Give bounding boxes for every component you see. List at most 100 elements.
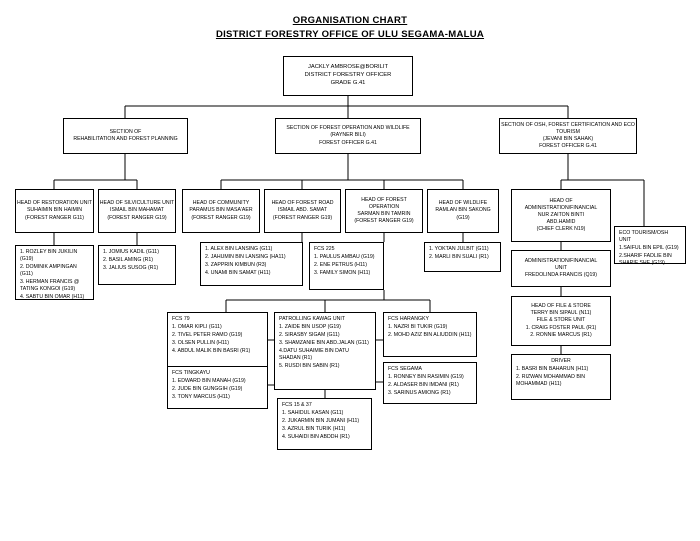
- list-item: 2. ENE PETRUS (H11): [314, 262, 367, 269]
- page-subtitle: DISTRICT FORESTRY OFFICE OF ULU SEGAMA-M…: [215, 29, 485, 40]
- unit-title: ECO TOURISM/OSH UNIT: [619, 230, 669, 244]
- list-item: 3. JALIUS SUSOG (R1): [103, 265, 159, 272]
- list-item: 3. ZAPPRIN KIMBUN (R3): [205, 262, 267, 269]
- unit-title: ADMINISTRATION/FINANCIAL: [524, 257, 598, 264]
- officer-title: DISTRICT FORESTRY OFFICER: [304, 72, 392, 79]
- list-item: 1. PAULUS AMBAU (G19): [314, 254, 375, 261]
- list-item: 5. RUSDI BIN SABIN (R1): [279, 363, 340, 370]
- list-item: 2. ALDASER BIN IMDANI (R1): [388, 382, 459, 389]
- head-wildlife-box: HEAD OF WILDLIFE RAMLAN BIN SAKONG (G19): [427, 189, 499, 233]
- unit-grade: (FOREST RANGER G19): [107, 214, 167, 221]
- unit-title-2: FILE & STORE UNIT: [536, 317, 586, 324]
- unit-title: HEAD OF SILVICULTURE UNIT: [99, 200, 175, 207]
- list-item: 2. TIVEL PETER RAMO (G19): [172, 332, 243, 339]
- unit-grade: (CHIEF CLERK N19): [536, 226, 586, 233]
- list-item: 2. MOHD AZIZ BIN ALIUDDIN (H11): [388, 332, 472, 339]
- officer-grade: GRADE G.41: [330, 79, 366, 86]
- unit-title: HEAD OF RESTORATION UNIT: [16, 200, 93, 207]
- list-item: 3. OLSEN PULLIN (H11): [172, 340, 229, 347]
- fcs-title: FCS HARANGKY: [388, 316, 429, 322]
- unit-grade: (FOREST RANGER G19): [191, 214, 251, 221]
- list-item: 2. BASIL AMING (R1): [103, 257, 153, 264]
- list-item: 4. SABTU BIN OMAR (H11): [20, 294, 85, 301]
- list-item: 2. JUDE BIN GUNGGIH (G19): [172, 386, 243, 393]
- fcs-title: FCS TINGKAYU: [172, 370, 210, 376]
- unit-title: PATROLLING KAWAG UNIT: [279, 316, 346, 322]
- fcs-tingkayu-box: FCS TINGKAYU 1. EDWARD BIN MANAH (G19) 2…: [167, 366, 268, 409]
- fcs-title: FCS 15 & 37: [282, 402, 312, 408]
- unit-head: SUHAIMIN BIN HAIMIN: [26, 207, 83, 214]
- section-grade: FOREST OFFICER G.41: [319, 139, 377, 146]
- eco-tourism-osh-box: ECO TOURISM/OSH UNIT 1.SAIFUL BIN EPIL (…: [614, 226, 686, 267]
- unit-grade: (FOREST RANGER G19): [354, 218, 414, 225]
- list-item: 3. SARINUS AMIONG (R1): [388, 390, 451, 397]
- section-grade: FOREST OFFICER G.41: [539, 143, 597, 150]
- fcs-title: FCS 225: [314, 246, 335, 252]
- driver-box: DRIVER 1. BASRI BIN BAHARUN (H11) 2. RIZ…: [511, 354, 611, 400]
- section-head: (JEVANI BIN SAHAK): [542, 136, 594, 142]
- unit-head: SARMAN BIN TAMRIN: [357, 211, 411, 217]
- section-operation-box: SECTION OF FOREST OPERATION AND WILDLIFE…: [275, 118, 421, 154]
- unit-grade: (FOREST RANGER G19): [272, 214, 333, 221]
- unit-title: HEAD OF WILDLIFE: [438, 200, 488, 207]
- file-store-unit-box: HEAD OF FILE & STORE TERRY BIN SIPAUL (N…: [511, 296, 611, 346]
- fcs-79-box: FCS 79 1. OMAR KIPLI (G11) 2. TIVEL PETE…: [167, 312, 268, 367]
- unit-title-2: OPERATION: [368, 203, 400, 210]
- district-forestry-officer-box: JACKLY AMBROSE@BORILIT DISTRICT FORESTRY…: [283, 56, 413, 96]
- unit-title-2: UNIT: [554, 264, 568, 271]
- list-item: 4. SUHAIDI BIN ABDDH (R1): [282, 434, 350, 441]
- unit-head: ISMAIL BIN MAHAMAT: [110, 207, 164, 214]
- unit-head-2: ABD.HAMID: [546, 219, 576, 225]
- unit-title-2: ADMINISTRATION/FINANCIAL: [524, 204, 598, 211]
- unit-title: HEAD OF FOREST ROAD: [271, 200, 334, 207]
- unit-head: TERRY BIN SIPAUL (N11): [530, 310, 592, 317]
- section-osh-box: SECTION OF OSH, FOREST CERTIFICATION AND…: [499, 118, 637, 154]
- head-community-box: HEAD OF COMMUNITY PARAMUS BIN MASA'AER (…: [182, 189, 260, 233]
- section-label: SECTION OF: [109, 128, 142, 135]
- unit-head: FREDOLINDA FRANCIS (Q19): [524, 272, 598, 278]
- unit-title: HEAD OF: [549, 197, 573, 204]
- head-forest-operation-box: HEAD OF FOREST OPERATION SARMAN BIN TAMR…: [345, 189, 423, 233]
- fcs-harangky-box: FCS HARANGKY 1. NAZRI BI TUKIR (G19) 2. …: [383, 312, 477, 357]
- section-name: SECTION OF FOREST OPERATION AND WILDLIFE: [286, 125, 410, 132]
- officer-name: JACKLY AMBROSE@BORILIT: [307, 64, 389, 71]
- wildlife-team-box: 1. YOKTAN JULBIT (G11) 2. MARLI BIN SUAL…: [424, 242, 501, 272]
- fcs-15-37-box: FCS 15 & 37 1. SAHIDUL KASAN (G11) 2. JU…: [277, 398, 372, 450]
- list-item: 4. ABDUL MALIK BIN BASRI (R1): [172, 348, 251, 355]
- list-item: 1. YOKTAN JULBIT (G11): [429, 246, 489, 252]
- unit-title: HEAD OF FOREST: [361, 196, 407, 203]
- patrolling-kawag-unit-box: PATROLLING KAWAG UNIT 1. ZAIDE BIN USOP …: [274, 312, 376, 390]
- list-item: 2. MARLI BIN SUALI (R1): [429, 254, 489, 261]
- silviculture-team-box: 1. JOMIUS KADIL (G11) 2. BASIL AMING (R1…: [98, 245, 176, 285]
- list-item: 3. FAMILY SIMON (H11): [314, 270, 371, 277]
- head-restoration-box: HEAD OF RESTORATION UNIT SUHAIMIN BIN HA…: [15, 189, 94, 233]
- list-item: 1. ALEX BIN LANSING (G11): [205, 246, 273, 252]
- head-administration-box: HEAD OF ADMINISTRATION/FINANCIAL NUR ZAI…: [511, 189, 611, 242]
- list-item: 3. AZRUL BIN TURIK (H11): [282, 426, 346, 433]
- fcs-title: FCS SEGAMA: [388, 366, 423, 372]
- restoration-team-box: 1. ROZLEY BIN JUKILIN (G19) 2. DOMINIK A…: [15, 245, 94, 300]
- list-item: 3. SHAMZANIE BIN ABD.JALAN (G11): [279, 340, 369, 347]
- unit-head: PARAMUS BIN MASA'AER: [189, 207, 253, 214]
- section-head: (RAYNER BILI): [330, 132, 366, 139]
- list-item: 1.SAIFUL BIN EPIL (G19): [619, 245, 679, 252]
- fcs-225-box: FCS 225 1. PAULUS AMBAU (G19) 2. ENE PET…: [309, 242, 384, 290]
- list-item: 1. JOMIUS KADIL (G11): [103, 249, 159, 255]
- unit-head: RAMLAN BIN SAKONG: [435, 207, 491, 214]
- unit-head: ISMAIL ABD. SAMAT: [277, 207, 327, 214]
- list-item: 2.SHARIF FADLIE BIN SHARIF SHE (G19): [619, 253, 672, 267]
- unit-grade: (G19): [456, 214, 470, 221]
- administration-unit-box: ADMINISTRATION/FINANCIAL UNIT FREDOLINDA…: [511, 250, 611, 287]
- unit-title: DRIVER: [551, 358, 571, 364]
- list-item: 1. RONNEY BIN RASIMIN (G19): [388, 374, 464, 381]
- list-item: 1. ZAIDE BIN USOP (G19): [279, 324, 341, 331]
- section-name: REHABILITATION AND FOREST PLANNING: [73, 136, 178, 142]
- list-item: 3. HERMAN FRANCIS @ TATING KONGOI (G19): [20, 279, 80, 293]
- list-item: 2. RONNIE MARCUS (R1): [530, 331, 592, 338]
- list-item: 1. OMAR KIPLI (G11): [172, 324, 222, 331]
- forest-road-team-box: 1. ALEX BIN LANSING (G11) 2. JAHUMIN BIN…: [200, 242, 303, 286]
- list-item: 1. CRAIG FOSTER PAUL (R1): [525, 324, 597, 331]
- unit-head: NUR ZAITON BINTI: [537, 211, 585, 218]
- head-forest-road-box: HEAD OF FOREST ROAD ISMAIL ABD. SAMAT (F…: [264, 189, 341, 233]
